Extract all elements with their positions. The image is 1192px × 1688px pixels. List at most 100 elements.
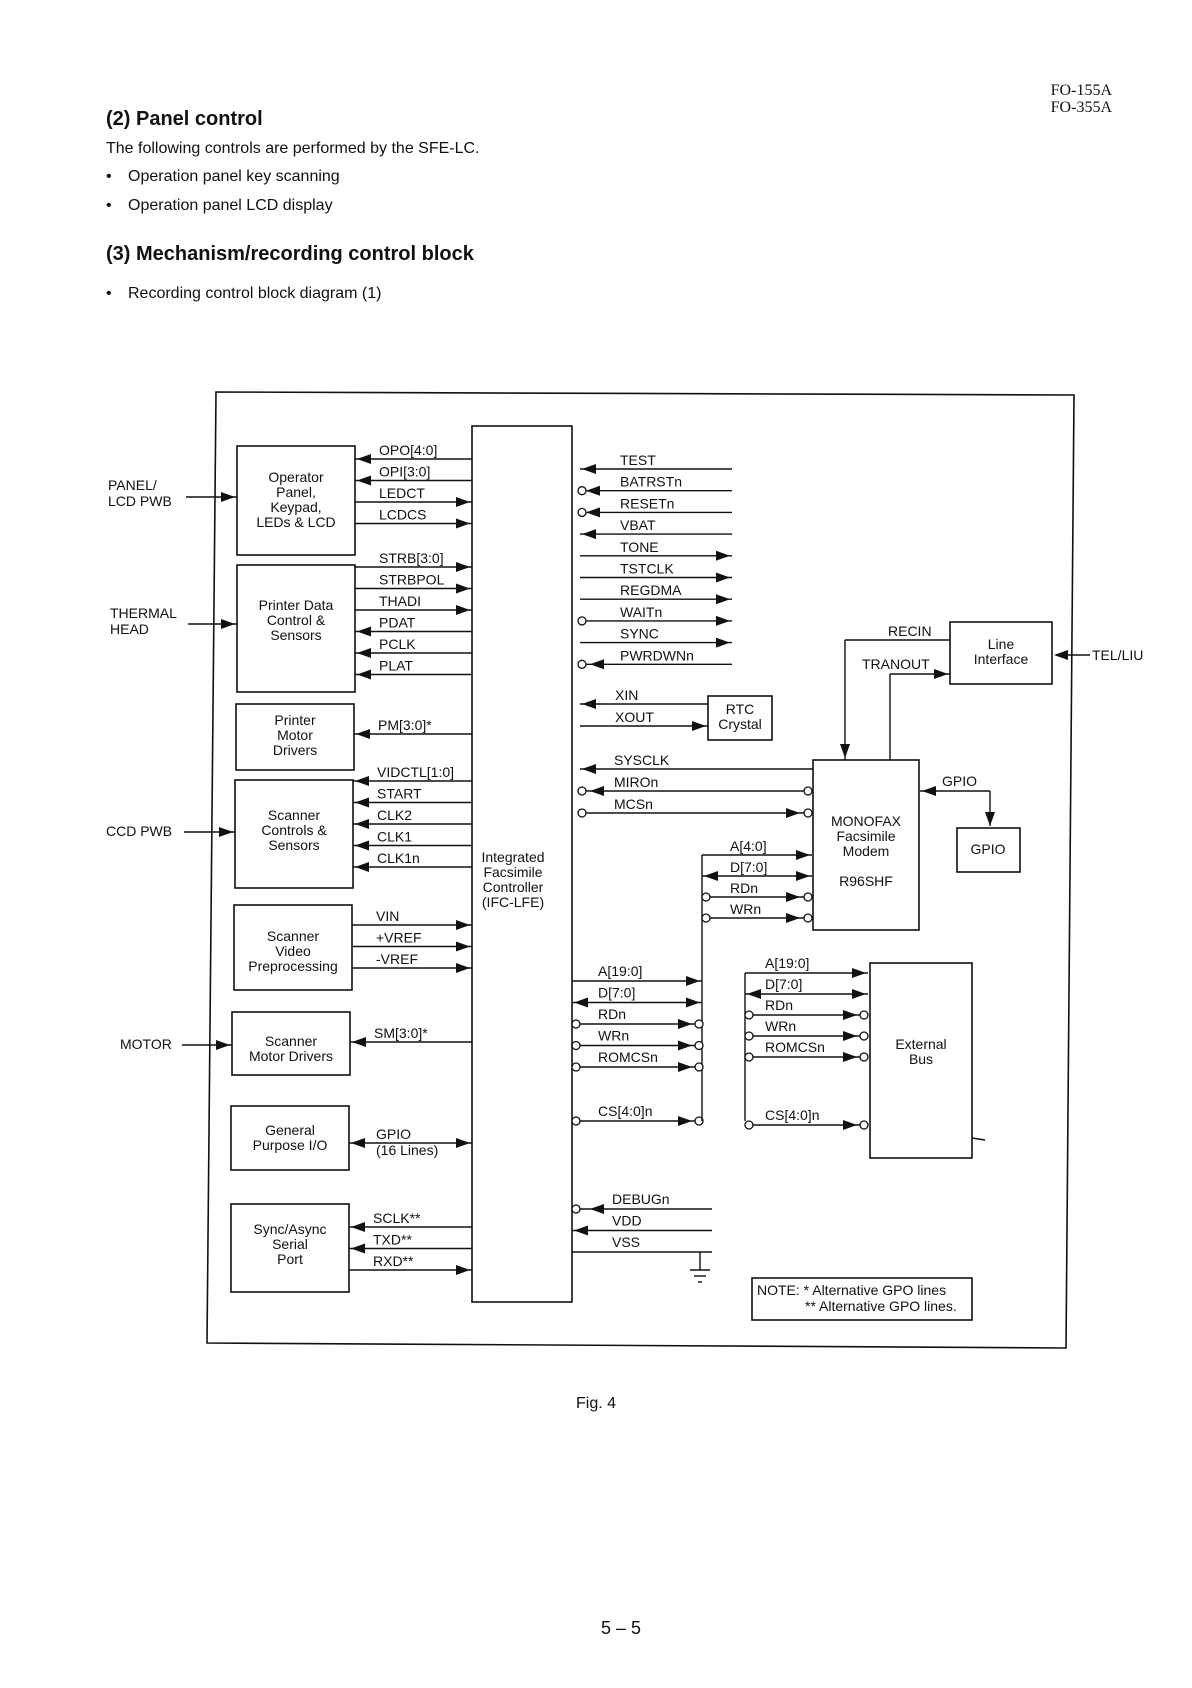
inverter-bubble-icon xyxy=(859,1052,869,1062)
bullet-icon: • xyxy=(106,197,112,214)
block-label-gpio_block: General xyxy=(265,1122,315,1138)
arrow-icon xyxy=(786,913,800,923)
signal-label: RDn xyxy=(730,880,758,896)
arrow-icon xyxy=(355,797,369,808)
block-label-gpio_block: Purpose I/O xyxy=(253,1137,328,1153)
arrow-icon xyxy=(786,808,800,818)
arrow-icon xyxy=(590,786,604,796)
block-printer_data xyxy=(236,564,356,693)
arrow-icon xyxy=(586,485,600,496)
arrow-icon xyxy=(582,529,596,540)
arrow-icon xyxy=(219,827,233,837)
block-label-operator: LEDs & LCD xyxy=(256,514,335,530)
arrow-icon xyxy=(796,871,810,881)
arrow-icon xyxy=(356,729,370,739)
inverter-bubble-icon xyxy=(859,1010,869,1020)
block-label-operator: Panel, xyxy=(276,484,316,500)
signal-label: ROMCSn xyxy=(765,1039,825,1055)
signal-label: GPIO xyxy=(942,773,977,789)
arrow-icon xyxy=(686,976,700,986)
arrow-icon xyxy=(357,648,371,658)
arrow-icon xyxy=(934,669,948,679)
arrow-icon xyxy=(590,659,604,670)
arrow-icon xyxy=(922,786,936,796)
arrow-icon xyxy=(456,562,470,572)
arrow-icon xyxy=(357,669,371,680)
arrow-icon xyxy=(716,594,730,605)
signal-label: ROMCSn xyxy=(598,1049,658,1065)
signal-label: TSTCLK xyxy=(620,561,674,577)
external-label: CCD PWB xyxy=(106,823,172,839)
arrow-icon xyxy=(1054,650,1068,660)
inverter-bubble-icon xyxy=(571,1204,581,1214)
arrow-icon xyxy=(221,492,235,502)
arrow-icon xyxy=(716,550,730,561)
block-label-scanner_video: Preprocessing xyxy=(248,958,338,974)
arrow-icon xyxy=(843,1120,857,1130)
modem-label: MONOFAX xyxy=(831,813,902,829)
signal-label: PLAT xyxy=(379,658,413,674)
inverter-bubble-icon xyxy=(694,1062,704,1072)
signal-label: PM[3:0]* xyxy=(378,717,432,733)
arrow-icon xyxy=(456,920,470,930)
arrow-icon xyxy=(456,583,470,594)
signal-label: A[19:0] xyxy=(598,963,642,979)
signal-label: A[4:0] xyxy=(730,838,767,854)
signal-label: OPO[4:0] xyxy=(379,442,437,458)
external-label: LCD PWB xyxy=(108,493,172,509)
signal-label: CS[4:0]n xyxy=(765,1107,819,1123)
arrow-icon xyxy=(678,1062,692,1072)
inverter-bubble-icon xyxy=(571,1062,581,1072)
external-label: PANEL/ xyxy=(108,477,157,493)
signal-label: GPIO xyxy=(376,1126,411,1142)
arrow-icon xyxy=(678,1116,692,1126)
block-label-printer_data: Control & xyxy=(267,612,326,628)
ifc-label: Controller xyxy=(483,879,544,895)
signal-label: LCDCS xyxy=(379,507,426,523)
arrow-icon xyxy=(357,475,371,486)
arrow-icon xyxy=(456,605,470,615)
arrow-icon xyxy=(456,518,470,529)
inverter-bubble-icon xyxy=(803,892,813,902)
inverter-bubble-icon xyxy=(571,1116,581,1126)
arrow-icon xyxy=(590,1204,604,1214)
block-label-scanner_motor: Scanner xyxy=(265,1033,317,1049)
signal-label: MIROn xyxy=(614,774,658,790)
signal-label: BATRSTn xyxy=(620,474,682,490)
section-2-title: (2) Panel control xyxy=(106,108,263,130)
block-label-scanner_motor: Motor Drivers xyxy=(249,1048,333,1064)
arrow-icon xyxy=(843,1052,857,1062)
signal-label: RESETn xyxy=(620,495,674,511)
signal-label: TXD** xyxy=(373,1232,412,1248)
block-scanner_ctrl xyxy=(234,779,354,889)
inverter-bubble-icon xyxy=(744,1010,754,1020)
rtc-label: RTC xyxy=(726,701,755,717)
gpio-block-label: GPIO xyxy=(970,841,1005,857)
external-bus-block xyxy=(869,962,973,1159)
inverter-bubble-icon xyxy=(577,507,587,518)
arrow-icon xyxy=(678,1019,692,1029)
signal-label: D[7:0] xyxy=(765,976,802,992)
note-box xyxy=(751,1277,973,1321)
inverter-bubble-icon xyxy=(577,659,587,669)
signal-label: +VREF xyxy=(376,930,422,946)
arrow-icon xyxy=(843,1031,857,1041)
modem-label: Modem xyxy=(843,843,890,859)
page-number: 5 – 5 xyxy=(600,1618,642,1638)
signal-label: VSS xyxy=(612,1234,640,1250)
arrow-icon xyxy=(574,997,588,1008)
gpio-block xyxy=(956,827,1021,873)
bullet-text: Operation panel key scanning xyxy=(128,168,340,185)
signal-label: DEBUGn xyxy=(612,1191,670,1207)
block-label-scanner_ctrl: Scanner xyxy=(268,807,320,823)
arrow-icon xyxy=(357,454,371,464)
note-text: ** Alternative GPO lines. xyxy=(805,1298,957,1314)
block-label-serial: Port xyxy=(277,1251,303,1267)
inverter-bubble-icon xyxy=(571,1040,581,1051)
bullet-icon: • xyxy=(106,168,112,185)
block-label-printer_data: Printer Data xyxy=(259,597,334,613)
arrow-icon xyxy=(456,1138,470,1148)
signal-label: SYSCLK xyxy=(614,752,670,768)
inverter-bubble-icon xyxy=(577,486,587,496)
signal-label: CS[4:0]n xyxy=(598,1103,652,1119)
